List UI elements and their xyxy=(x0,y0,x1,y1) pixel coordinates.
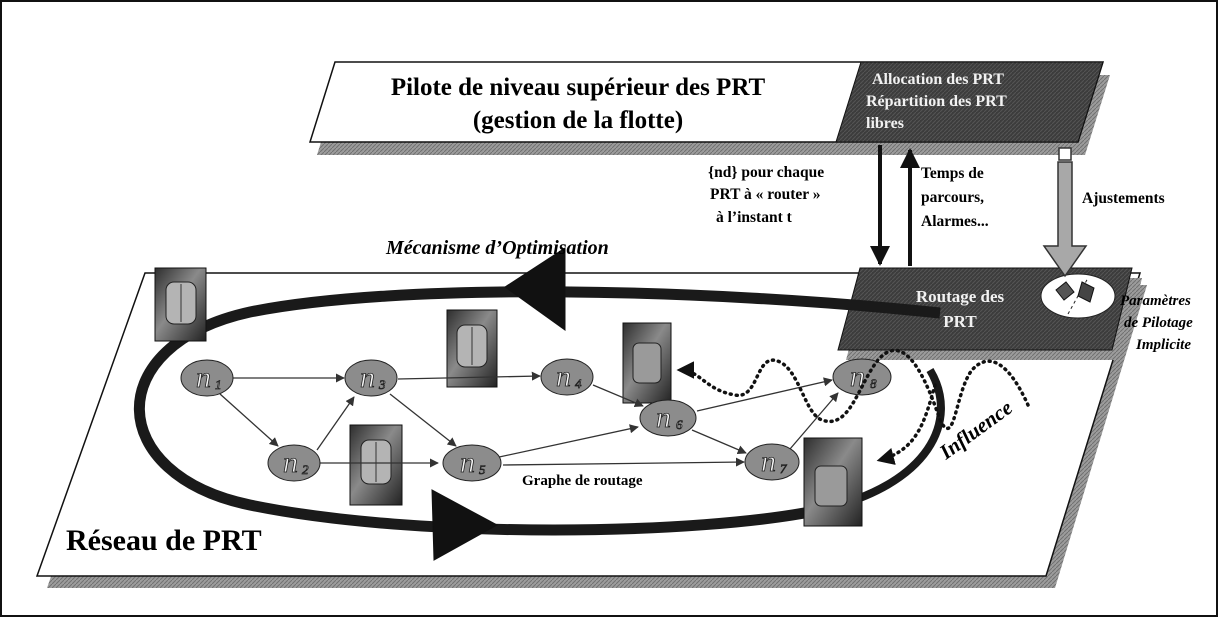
svg-text:8: 8 xyxy=(870,376,877,391)
routing-box: Routage des PRT xyxy=(837,267,1142,360)
vehicle-icon xyxy=(349,424,403,506)
down-arrow-line3: à l’instant t xyxy=(716,209,793,226)
vehicle-icon xyxy=(154,267,207,342)
svg-text:n: n xyxy=(360,361,375,394)
svg-text:4: 4 xyxy=(575,376,582,391)
svg-text:5: 5 xyxy=(479,462,486,477)
params-line3: Implicite xyxy=(1135,337,1191,353)
routing-graph-nodes: n 1 n 2 n 3 n 4 n 5 n 6 n xyxy=(180,358,892,482)
vehicle-icon xyxy=(803,437,863,527)
optimisation-loop xyxy=(134,247,945,561)
svg-text:n: n xyxy=(460,446,475,479)
adjust-label: Ajustements xyxy=(1082,190,1165,207)
routing-line2: PRT xyxy=(943,312,977,331)
graph-label: Graphe de routage xyxy=(522,473,643,489)
adjustment-arrow xyxy=(1042,161,1088,278)
svg-text:3: 3 xyxy=(378,377,386,392)
svg-text:7: 7 xyxy=(780,461,787,476)
vehicle-icon xyxy=(446,309,498,388)
params-line1: Paramètres xyxy=(1120,293,1191,309)
loop-arrowhead-left xyxy=(504,247,566,331)
svg-text:n: n xyxy=(556,360,571,393)
loop-arrowhead-right xyxy=(431,489,499,561)
svg-text:n: n xyxy=(656,401,671,434)
up-arrow-line3: Alarmes... xyxy=(921,213,989,230)
node-n7: n 7 xyxy=(744,443,800,481)
up-arrow-line2: parcours, xyxy=(921,189,984,206)
svg-text:n: n xyxy=(196,361,211,394)
up-arrow-line1: Temps de xyxy=(921,165,984,182)
down-arrow-line1: {nd} pour chaque xyxy=(708,164,824,181)
svg-text:6: 6 xyxy=(676,417,683,432)
node-n4: n 4 xyxy=(540,358,594,396)
communication-arrows xyxy=(870,145,1088,278)
param-gem-icon xyxy=(1055,281,1075,301)
node-n3: n 3 xyxy=(344,359,398,397)
supervisor-title-line2: (gestion de la flotte) xyxy=(473,107,683,134)
allocation-text: Allocation des PRT xyxy=(872,71,1004,88)
routing-line1: Routage des xyxy=(916,287,1005,306)
params-line2: de Pilotage xyxy=(1124,315,1193,331)
param-diamond-icon xyxy=(1077,281,1095,303)
node-n8: n 8 xyxy=(832,358,892,396)
node-n1: n 1 xyxy=(180,359,234,397)
supervisor-box: Pilote de niveau supérieur des PRT (gest… xyxy=(308,61,1110,155)
libres-text: libres xyxy=(866,115,904,132)
repartition-text: Répartition des PRT xyxy=(866,93,1007,110)
influence-arrows xyxy=(676,348,1030,465)
svg-text:1: 1 xyxy=(215,377,222,392)
svg-text:n: n xyxy=(761,445,776,478)
down-arrow-line2: PRT à « router » xyxy=(710,186,821,203)
network-label: Réseau de PRT xyxy=(66,524,262,557)
svg-text:n: n xyxy=(283,446,298,479)
supervisor-title-line1: Pilote de niveau supérieur des PRT xyxy=(391,74,766,101)
node-n5: n 5 xyxy=(442,444,502,482)
routing-graph-edges xyxy=(219,371,839,468)
vehicle-icon xyxy=(622,322,672,404)
vehicle-thumbnails xyxy=(154,267,863,527)
node-n6: n 6 xyxy=(639,399,697,437)
svg-text:2: 2 xyxy=(302,462,309,477)
optimisation-label: Mécanisme d’Optimisation xyxy=(385,237,609,259)
node-n2: n 2 xyxy=(267,444,321,482)
